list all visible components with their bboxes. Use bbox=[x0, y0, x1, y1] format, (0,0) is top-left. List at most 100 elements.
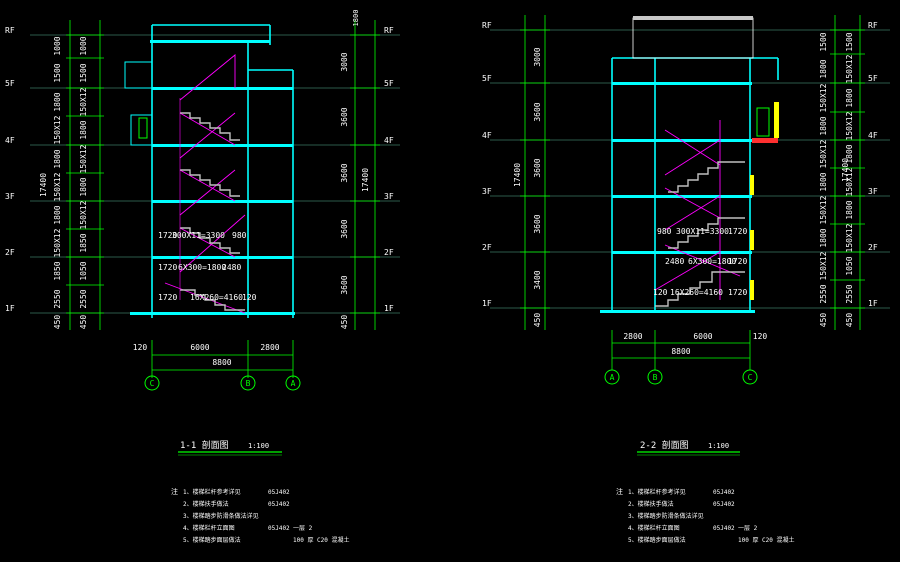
dimension-text: 3000 bbox=[340, 52, 349, 71]
dimension-text: 2550 bbox=[845, 284, 854, 303]
dimension-text: 1800 bbox=[352, 10, 360, 27]
note-extra: 100 厚 C20 混凝土 bbox=[738, 536, 795, 544]
dimension-text: 150X12 bbox=[845, 223, 854, 252]
edge-dimension: 120 bbox=[133, 343, 148, 352]
dimension-text: 3600 bbox=[340, 107, 349, 126]
dimension-text: 1800 bbox=[79, 177, 88, 196]
stair-label: 2480 bbox=[665, 257, 684, 266]
dimension-text: 1000 bbox=[79, 36, 88, 55]
stair-label: 980 bbox=[232, 231, 247, 240]
dimension-text: 3600 bbox=[533, 158, 542, 177]
dimension-text: 450 bbox=[340, 315, 349, 330]
floor-label: 2F bbox=[384, 248, 394, 257]
floor-label: 5F bbox=[5, 79, 15, 88]
floor-label: 4F bbox=[482, 131, 492, 140]
dimension-text: 450 bbox=[819, 313, 828, 328]
dimension-text: 3400 bbox=[533, 270, 542, 289]
dimension-text: 1000 bbox=[53, 36, 62, 55]
dimension-text: 1800 bbox=[53, 92, 62, 111]
stair-label: 6X300=1800 bbox=[178, 263, 226, 272]
dimension-text: 1800 bbox=[53, 149, 62, 168]
dimension-text: 150X12 bbox=[79, 87, 88, 116]
note-line: 5、楼梯踏步面层做法 bbox=[628, 536, 686, 544]
dimension-text: 1050 bbox=[845, 256, 854, 275]
note-line: 3、楼梯踏步防滑条做法详见 bbox=[183, 512, 259, 520]
stair-label: 980 bbox=[657, 227, 672, 236]
stair-label: 16X260=4160 bbox=[190, 293, 243, 302]
dimension-text: 3600 bbox=[340, 275, 349, 294]
dimension-text: 1050 bbox=[79, 261, 88, 280]
stair-label: 1720 bbox=[158, 293, 177, 302]
dimension-text: 1800 bbox=[845, 88, 854, 107]
notes-marker: 注 bbox=[616, 487, 623, 496]
floor-label: RF bbox=[5, 26, 15, 35]
floor-label: RF bbox=[868, 21, 878, 30]
note-reference: 05J402 bbox=[713, 489, 735, 496]
stair-label: 1720 bbox=[728, 288, 747, 297]
stair-label: 1720 bbox=[728, 227, 747, 236]
floor-label: 4F bbox=[5, 136, 15, 145]
axis-bubble-label: C bbox=[150, 379, 155, 388]
dimension-text: 150X12 bbox=[79, 200, 88, 229]
floor-label: 5F bbox=[868, 74, 878, 83]
dimension-text: 3000 bbox=[533, 47, 542, 66]
section-scale: 1:100 bbox=[248, 442, 269, 450]
bay-dimension: 6000 bbox=[190, 343, 209, 352]
edge-dimension: 120 bbox=[753, 332, 768, 341]
stair-label: 1720 bbox=[158, 231, 177, 240]
total-height-text: 17400 bbox=[513, 163, 522, 187]
dimension-text: 1500 bbox=[53, 63, 62, 82]
axis-bubble-label: B bbox=[653, 373, 658, 382]
dimension-text: 150X12 bbox=[819, 139, 828, 168]
note-reference: 05J402 bbox=[268, 525, 290, 532]
floor-label: 1F bbox=[384, 304, 394, 313]
text-layer: RF5F4F3F2F1FRF5F4F3F2F1F100015001800150X… bbox=[5, 10, 878, 544]
note-line: 1、楼梯栏杆参考详见 bbox=[183, 488, 241, 496]
bay-dimension: 2800 bbox=[623, 332, 642, 341]
floor-label: 1F bbox=[482, 299, 492, 308]
note-line: 3、楼梯踏步防滑条做法详见 bbox=[628, 512, 704, 520]
dimension-text: 150X12 bbox=[819, 83, 828, 112]
dimension-text: 150X12 bbox=[53, 115, 62, 144]
stair-label: 120 bbox=[653, 288, 668, 297]
note-reference: 05J402 bbox=[713, 501, 735, 508]
stair-label: 120 bbox=[242, 293, 257, 302]
section-1-1 bbox=[30, 20, 400, 456]
total-height-text: 17400 bbox=[841, 158, 850, 182]
note-reference: 05J402 bbox=[268, 489, 290, 496]
dimension-text: 1800 bbox=[819, 228, 828, 247]
note-line: 4、楼梯栏杆立面图 bbox=[628, 524, 680, 532]
dimension-text: 150X12 bbox=[819, 195, 828, 224]
dimension-text: 1800 bbox=[53, 205, 62, 224]
dimension-text: 1800 bbox=[819, 116, 828, 135]
floor-label: RF bbox=[384, 26, 394, 35]
dimension-text: 2550 bbox=[53, 289, 62, 308]
note-line: 2、楼梯扶手做法 bbox=[183, 500, 229, 508]
note-extra: 100 厚 C20 混凝土 bbox=[293, 536, 350, 544]
note-reference: 05J402 bbox=[713, 525, 735, 532]
section-scale: 1:100 bbox=[708, 442, 729, 450]
dimension-text: 3600 bbox=[533, 102, 542, 121]
dimension-text: 3600 bbox=[533, 214, 542, 233]
notes-marker: 注 bbox=[171, 487, 178, 496]
axis-bubble-label: B bbox=[246, 379, 251, 388]
dimension-text: 1850 bbox=[53, 261, 62, 280]
dimension-text: 450 bbox=[533, 313, 542, 328]
total-height-text: 17400 bbox=[361, 168, 370, 192]
dimension-text: 2550 bbox=[819, 284, 828, 303]
floor-label: 1F bbox=[5, 304, 15, 313]
dimension-text: 3600 bbox=[340, 219, 349, 238]
stair-label: 300X11=3300 bbox=[172, 231, 225, 240]
section-title: 1-1 剖面图 bbox=[180, 439, 229, 451]
dimension-text: 3600 bbox=[340, 163, 349, 182]
note-reference: 05J402 bbox=[268, 501, 290, 508]
dimension-text: 150X12 bbox=[79, 144, 88, 173]
dimension-text: 150X12 bbox=[53, 172, 62, 201]
floor-label: 3F bbox=[384, 192, 394, 201]
dimension-text: 1500 bbox=[819, 32, 828, 51]
dimension-text: 1800 bbox=[819, 59, 828, 78]
dimension-text: 150X12 bbox=[819, 251, 828, 280]
dimension-text: 1850 bbox=[79, 233, 88, 252]
floor-label: 2F bbox=[482, 243, 492, 252]
